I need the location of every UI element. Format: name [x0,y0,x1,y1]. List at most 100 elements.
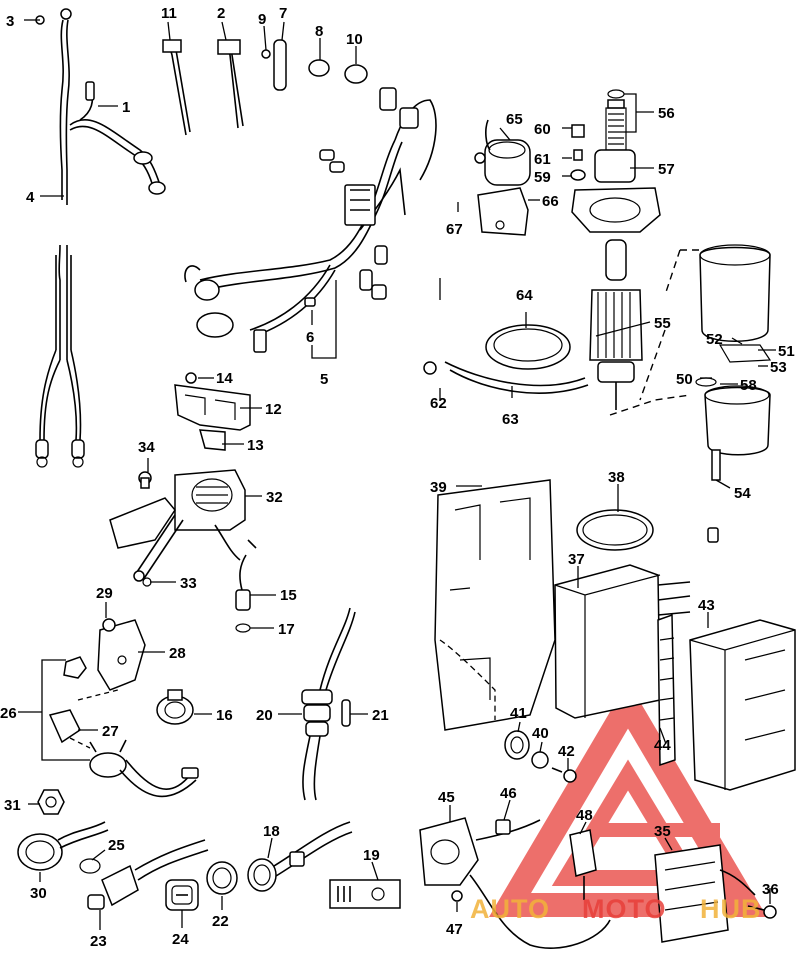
callout-1: 1 [122,99,130,116]
callout-31: 31 [4,797,21,814]
callout-24: 24 [172,931,189,948]
module-part-35 [654,844,777,943]
rectifier-part-43 [689,619,796,791]
ignition-coil-part-45 [419,817,611,949]
watermark-logo [488,681,768,917]
sensor-part-15 [235,539,257,633]
callout-65: 65 [506,111,523,128]
callout-35: 35 [654,823,671,840]
callout-16: 16 [216,707,233,724]
callout-41: 41 [510,705,527,722]
callout-48: 48 [576,807,593,824]
callout-37: 37 [568,551,585,568]
callout-39: 39 [430,479,447,496]
callout-44: 44 [654,737,671,754]
callout-46: 46 [500,785,517,802]
callout-52: 52 [706,331,723,348]
clip-part-46 [495,819,511,835]
callout-50: 50 [676,371,693,388]
grommet-parts-40-41 [504,730,577,783]
wiring-harness-part-5 [184,87,437,353]
callout-57: 57 [658,161,675,178]
callout-22: 22 [212,913,229,930]
callout-2: 2 [217,5,225,22]
bracket-part-66 [477,187,529,236]
callout-18: 18 [263,823,280,840]
callout-4: 4 [26,189,35,206]
callout-9: 9 [258,11,266,28]
callout-61: 61 [534,151,551,168]
callout-42: 42 [558,743,575,760]
key-switch-part-24 [165,879,199,911]
battery-cable-part-4 [35,8,166,468]
o-ring-part-38 [576,509,654,551]
callout-34: 34 [138,439,155,456]
callout-32: 32 [266,489,283,506]
callout-27: 27 [102,723,119,740]
callout-51: 51 [778,343,795,360]
horn-part-30 [17,789,109,871]
callout-36: 36 [762,881,779,898]
callout-38: 38 [608,469,625,486]
callout-58: 58 [740,377,757,394]
sender-part-16 [156,689,194,725]
callout-10: 10 [346,31,363,48]
leader-lines [18,19,776,930]
callout-45: 45 [438,789,455,806]
switch-part-23 [79,839,209,910]
terminal-strip-part-44 [657,613,676,767]
callout-63: 63 [502,411,519,428]
callout-62: 62 [430,395,447,412]
watermark-hub: HUB [700,894,762,924]
callout-19: 19 [363,847,380,864]
callout-60: 60 [534,121,551,138]
callout-25: 25 [108,837,125,854]
dashed-guide-39 [439,639,496,720]
inline-fuse-part-20 [301,607,356,801]
callout-13: 13 [247,437,264,454]
armature-part-55 [589,239,643,410]
callout-29: 29 [96,585,113,602]
callout-56: 56 [658,105,675,122]
callout-23: 23 [90,933,107,950]
callout-43: 43 [698,597,715,614]
callout-40: 40 [532,725,549,742]
callout-17: 17 [278,621,295,638]
callout-54: 54 [734,485,751,502]
callout-12: 12 [265,401,282,418]
callout-66: 66 [542,193,559,210]
callout-28: 28 [169,645,186,662]
choke-solenoid-part-32 [109,469,246,587]
callout-53: 53 [770,359,787,376]
callout-3: 3 [6,13,14,30]
callout-20: 20 [256,707,273,724]
watermark-moto: MOTO [582,894,667,924]
callout-64: 64 [516,287,533,304]
fuse-holder-part-19 [329,879,401,909]
callout-11: 11 [161,5,177,22]
callout-6: 6 [306,329,314,346]
callout-15: 15 [280,587,297,604]
callout-5: 5 [320,371,328,388]
callout-26: 26 [0,705,17,722]
starter-housing-parts [695,244,772,543]
bracket-part-12 [174,372,251,451]
callout-21: 21 [372,707,389,724]
callout-7: 7 [279,5,287,22]
cable-ties-clamps [162,39,368,136]
callout-labels: 3 1 4 11 2 9 7 8 10 6 5 14 12 13 34 32 3… [0,5,795,950]
starter-parts-56-61 [570,89,661,233]
callout-47: 47 [446,921,463,938]
callout-14: 14 [216,370,233,387]
connector-part-18 [247,821,353,892]
bracket-parts-62-64 [423,324,589,394]
spark-plug-cap-part-48 [569,829,597,900]
callout-59: 59 [534,169,551,186]
starter-solenoid-part-65 [474,119,531,186]
callout-67: 67 [446,221,463,238]
callout-8: 8 [315,23,323,40]
watermark-text: AUTO MOTO HUB [470,894,762,924]
callout-55: 55 [654,315,671,332]
